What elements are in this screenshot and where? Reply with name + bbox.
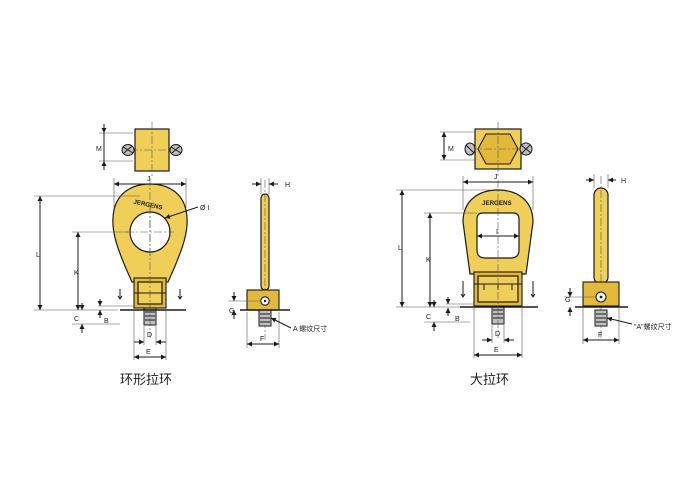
dim-label-J-right: J (494, 174, 498, 181)
note-thread-left: A 螺纹尺寸 (293, 324, 327, 333)
dim-label-I-right: I (496, 229, 498, 236)
dim-label-E-left: E (146, 349, 151, 356)
dim-label-B-left: B (104, 318, 109, 325)
right-side-view: H G F "A"螺纹尺寸 (564, 174, 672, 344)
dim-label-F-left: F (260, 336, 264, 343)
right-front-view: JERGENS J I L K C (396, 174, 538, 358)
dim-label-C-left: C (74, 316, 79, 323)
dim-label-D-left: D (147, 332, 152, 339)
dim-label-B-right: B (455, 316, 460, 323)
dim-label-C-right: C (426, 314, 431, 321)
dim-label-J-left: J (147, 176, 151, 183)
note-thread-right: "A"螺纹尺寸 (634, 322, 672, 331)
dim-label-M-left: M (96, 146, 102, 153)
dim-label-L-left: L (36, 252, 40, 259)
left-top-pin-left-icon (121, 144, 135, 156)
dim-label-L-right: L (398, 245, 402, 252)
left-top-pin-right-icon (169, 144, 183, 156)
dim-label-K-right: K (426, 257, 431, 264)
right-top-pin-left-icon (464, 142, 476, 156)
caption-left: 环形拉环 (120, 372, 172, 387)
dim-label-E-right: E (494, 347, 499, 354)
left-side-view: H G F A 螺纹尺寸 (228, 178, 327, 348)
right-top-pin-right-icon (519, 142, 533, 156)
dim-label-phiI-left: Ø I (200, 205, 209, 212)
dim-label-H-left: H (285, 182, 290, 189)
dim-label-H-right: H (621, 178, 626, 185)
left-top-view: M (96, 122, 183, 178)
dim-label-G-right: G (565, 297, 570, 304)
right-top-view: M (440, 122, 533, 176)
dim-label-M-right: M (448, 146, 454, 153)
dim-label-G-left: G (229, 308, 234, 315)
dim-label-K-left: K (74, 270, 79, 277)
left-front-view: JERGENS J Ø I L K C (34, 176, 209, 360)
dim-label-F-right: F (598, 332, 602, 339)
dim-label-D-right: D (495, 331, 500, 338)
right-logo: JERGENS (482, 200, 512, 207)
caption-right: 大拉环 (470, 372, 509, 387)
